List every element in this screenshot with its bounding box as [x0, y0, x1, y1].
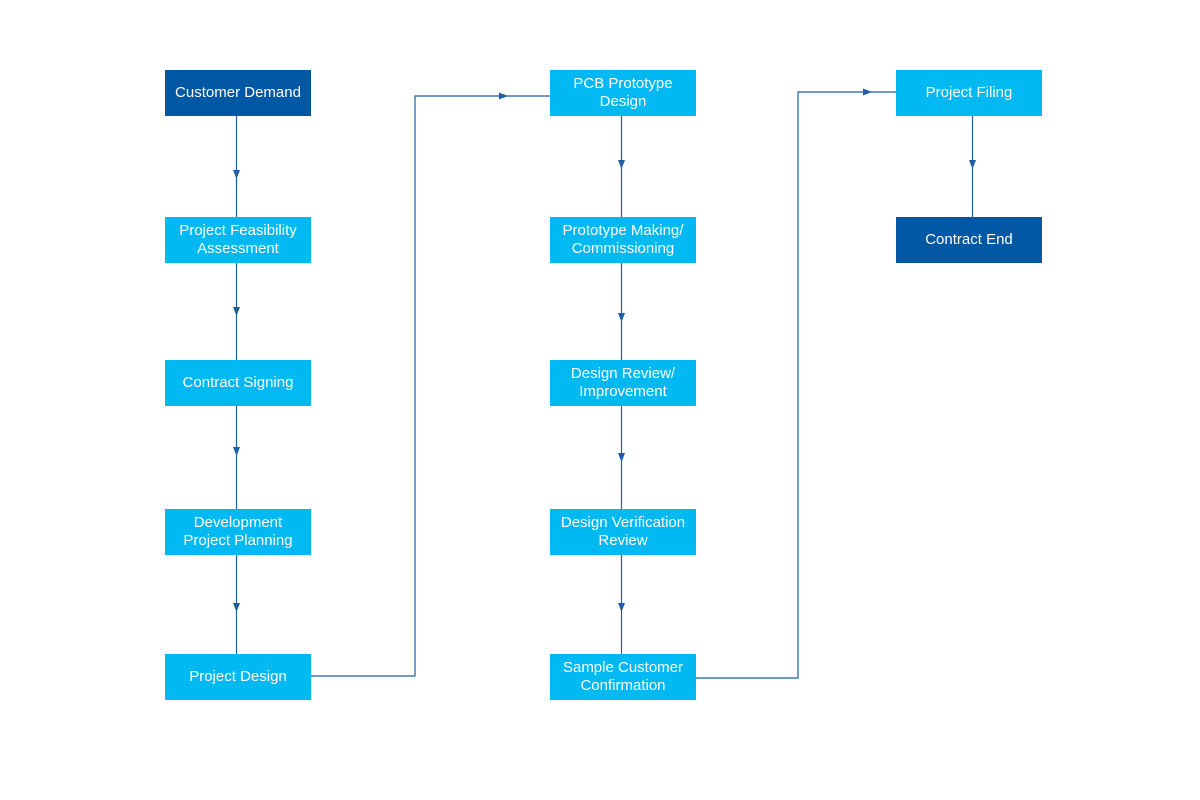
- node-label: Development Project Planning: [183, 514, 293, 549]
- arrowhead-col3-1: [969, 160, 976, 169]
- arrowhead-col2-4: [618, 603, 625, 612]
- node-label: Customer Demand: [175, 84, 301, 101]
- node-label: Contract Signing: [182, 374, 294, 391]
- node-label: Contract End: [925, 231, 1013, 248]
- arrowhead-col1-4: [233, 603, 240, 612]
- node-design-verification-review: Design Verification Review: [550, 509, 696, 555]
- node-label: Sample Customer Confirmation: [562, 659, 684, 694]
- node-sample-customer-confirmation: Sample Customer Confirmation: [550, 654, 696, 700]
- arrowhead-col2-3: [618, 453, 625, 462]
- arrowhead-sample-to-filing: [863, 88, 872, 96]
- arrowhead-col1-1: [233, 170, 240, 179]
- node-development-project-planning: Development Project Planning: [165, 509, 311, 555]
- node-pcb-prototype-design: PCB Prototype Design: [550, 70, 696, 116]
- node-project-filing: Project Filing: [896, 70, 1042, 116]
- node-prototype-making-commissioning: Prototype Making/ Commissioning: [550, 217, 696, 263]
- arrowhead-col2-1: [618, 160, 625, 169]
- arrowhead-col2-2: [618, 313, 625, 322]
- node-label: Design Review/ Improvement: [570, 365, 676, 400]
- arrowhead-design-to-pcb: [499, 92, 508, 100]
- node-label: Project Design: [189, 668, 287, 685]
- node-label: Project Filing: [925, 84, 1013, 101]
- node-customer-demand: Customer Demand: [165, 70, 311, 116]
- node-design-review-improvement: Design Review/ Improvement: [550, 360, 696, 406]
- arrowhead-col1-3: [233, 447, 240, 456]
- node-contract-signing: Contract Signing: [165, 360, 311, 406]
- node-contract-end: Contract End: [896, 217, 1042, 263]
- node-project-feasibility-assessment: Project Feasibility Assessment: [165, 217, 311, 263]
- node-label: Design Verification Review: [560, 514, 686, 549]
- node-label: PCB Prototype Design: [573, 75, 673, 110]
- arrowhead-col1-2: [233, 307, 240, 316]
- node-project-design: Project Design: [165, 654, 311, 700]
- node-label: Project Feasibility Assessment: [179, 222, 297, 257]
- connector-design-to-pcb: [311, 95, 550, 677]
- node-label: Prototype Making/ Commissioning: [562, 222, 684, 257]
- connector-sample-to-filing: [696, 91, 896, 679]
